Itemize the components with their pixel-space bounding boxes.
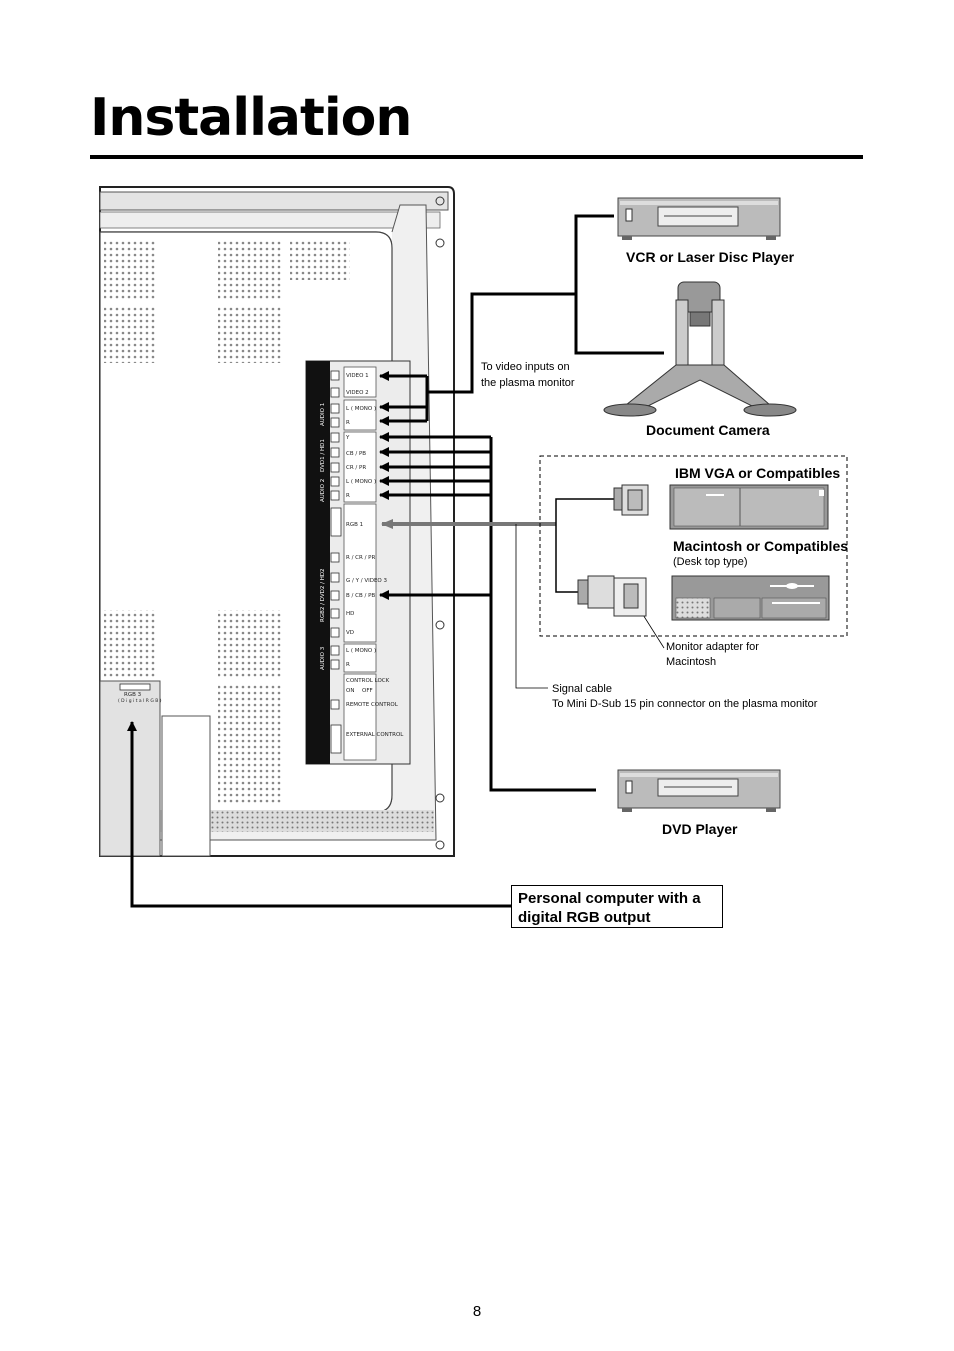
port-r-cr-pr: R / CR / PR — [346, 555, 375, 561]
port-cr-pr: CR / PR — [346, 465, 366, 471]
ibm-pc-illustration — [669, 484, 829, 530]
group-rgb2-dvd2-hd2: RGB2 / DVD2 / HD2 — [320, 568, 326, 622]
port-l-mono-2: L ( MONO ) — [346, 479, 376, 485]
port-r-1: R — [346, 420, 350, 426]
adapter-note-1: Monitor adapter for — [666, 641, 759, 653]
document-camera-illustration — [603, 281, 797, 417]
group-audio1: AUDIO 1 — [320, 403, 326, 426]
rgb3-sub-label: ( D i g i t a l R G B ) — [118, 698, 162, 704]
mac-pc-illustration — [671, 575, 830, 621]
port-video1: VIDEO 1 — [346, 373, 369, 379]
port-off: OFF — [362, 688, 373, 694]
port-r-2: R — [346, 493, 350, 499]
terminal-panel: VIDEO 1 VIDEO 2 L ( MONO ) R Y CB / PB C… — [305, 360, 411, 765]
mac-note: (Desk top type) — [673, 556, 748, 568]
group-dvd1-hd1: DVD1 / HD1 — [320, 439, 326, 472]
computer-group-frame — [539, 455, 848, 637]
group-audio3: AUDIO 3 — [320, 646, 326, 670]
port-l-mono-3: L ( MONO ) — [346, 648, 376, 654]
port-remote-control: REMOTE CONTROL — [346, 702, 399, 708]
vcr-illustration — [617, 197, 781, 240]
port-external-control: EXTERNAL CONTROL — [346, 732, 404, 738]
port-cb-pb: CB / PB — [346, 451, 366, 457]
personal-computer-label: Personal computer with a digital RGB out… — [518, 890, 701, 926]
signal-cable-note-1: Signal cable — [552, 683, 612, 695]
dvd-label: DVD Player — [662, 821, 738, 837]
signal-cable-note-2: To Mini D-Sub 15 pin connector on the pl… — [552, 698, 818, 710]
vcr-label: VCR or Laser Disc Player — [626, 249, 795, 265]
page-number: 8 — [472, 1303, 482, 1320]
port-rgb1: RGB 1 — [346, 522, 363, 528]
video-inputs-note-1: To video inputs on — [481, 361, 570, 373]
dvd-player-illustration — [617, 769, 781, 812]
mac-label: Macintosh or Compatibles — [673, 538, 849, 554]
port-l-mono-1: L ( MONO ) — [346, 406, 376, 412]
port-hd: HD — [346, 611, 354, 617]
port-vd: VD — [346, 630, 354, 636]
document-camera-label: Document Camera — [646, 422, 770, 438]
mac-adapter-illustration — [577, 575, 647, 617]
rgb3-label: RGB 3 — [124, 692, 142, 698]
port-b-cb-pb: B / CB / PB — [346, 593, 375, 599]
port-g-y-video3: G / Y / VIDEO 3 — [346, 578, 387, 584]
cables — [127, 214, 664, 908]
port-y: Y — [345, 435, 350, 441]
port-video2: VIDEO 2 — [346, 390, 369, 396]
vga-connector-illustration — [613, 484, 649, 516]
personal-computer-box: Personal computer with a digital RGB out… — [511, 885, 723, 928]
page-title: Installation — [90, 88, 412, 148]
video-inputs-note-2: the plasma monitor — [481, 377, 575, 389]
group-audio2: AUDIO 2 — [320, 479, 326, 502]
title-rule — [90, 155, 863, 159]
port-control-lock: CONTROL LOCK — [346, 678, 390, 684]
adapter-note-2: Macintosh — [666, 656, 717, 668]
port-on: ON — [346, 688, 354, 694]
ibm-label: IBM VGA or Compatibles — [675, 465, 841, 481]
port-r-3: R — [346, 662, 350, 668]
